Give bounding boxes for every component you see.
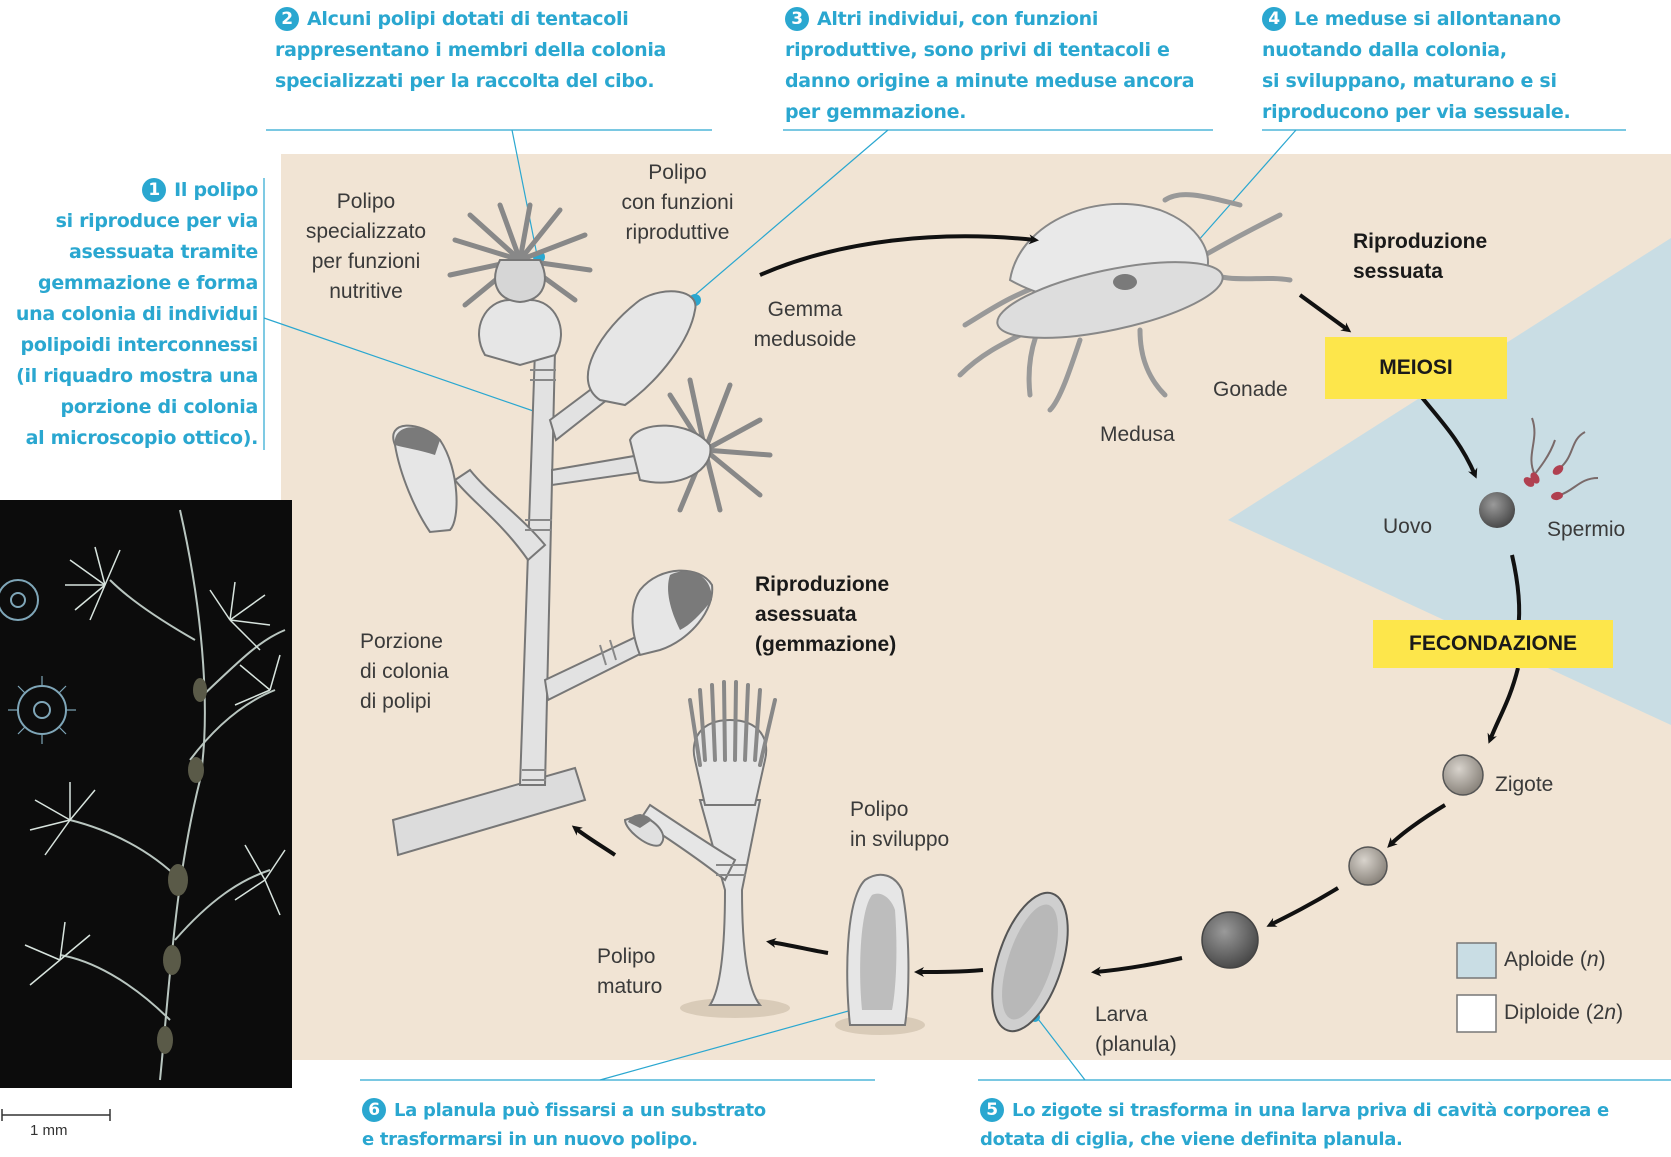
callout-1-line-8: al microscopio ottico). — [2, 423, 258, 454]
label-larva: Larva (planula) — [1095, 1000, 1177, 1060]
callout-3-number: 3 — [785, 7, 809, 31]
label-colony-portion: Porzione di colonia di polipi — [360, 627, 449, 717]
egg-cell — [1479, 492, 1515, 528]
callout-4-line-3: riproducono per via sessuale. — [1262, 97, 1570, 128]
callout-5-line-1: dotata di ciglia, che viene definita pla… — [980, 1125, 1609, 1154]
callout-2-line-0: Alcuni polipi dotati di tentacoli — [307, 8, 628, 30]
label-reproductive-polyp: Polipo con funzioni riproduttive — [600, 158, 755, 248]
label-asexual-reproduction: Riproduzione asessuata (gemmazione) — [755, 570, 896, 660]
callout-1-line-3: gemmazione e forma — [2, 268, 258, 299]
callout-1-line-6: (il riquadro mostra una — [2, 361, 258, 392]
callout-6-line-1: e trasformarsi in un nuovo polipo. — [362, 1125, 766, 1154]
legend-diploid-swatch — [1457, 995, 1496, 1032]
callout-5-number: 5 — [980, 1098, 1004, 1122]
nutritive-polyp-body — [479, 300, 561, 365]
embryo-stage-1 — [1349, 847, 1387, 885]
callout-2-number: 2 — [275, 7, 299, 31]
embryo-stage-2 — [1202, 912, 1258, 968]
callout-2-line-2: specializzati per la raccolta del cibo. — [275, 66, 666, 97]
label-zygote: Zigote — [1495, 770, 1553, 800]
callout-1-line-7: porzione di colonia — [2, 392, 258, 423]
callout-4-line-0: Le meduse si allontanano — [1294, 8, 1561, 30]
callout-2: 2 Alcuni polipi dotati di tentacoli rappr… — [275, 4, 666, 97]
legend-haploid-swatch — [1457, 943, 1496, 978]
callout-5-line-0: Lo zigote si trasforma in una larva priv… — [1012, 1100, 1609, 1121]
callout-4-line-2: si sviluppano, maturano e si — [1262, 66, 1570, 97]
callout-3-line-1: riproduttive, sono privi di tentacoli e — [785, 35, 1194, 66]
label-sperm: Spermio — [1547, 515, 1625, 545]
fertilization-tag: FECONDAZIONE — [1373, 620, 1613, 668]
zygote — [1443, 755, 1483, 795]
gonad — [1113, 274, 1137, 290]
label-sexual-reproduction: Riproduzione sessuata — [1353, 227, 1487, 287]
legend-haploid-label: Aploide (n) — [1504, 945, 1606, 975]
label-developing-polyp: Polipo in sviluppo — [850, 795, 949, 855]
scale-bar-label: 1 mm — [30, 1122, 68, 1139]
callout-2-line-1: rappresentano i membri della colonia — [275, 35, 666, 66]
callout-1-line-1: si riproduce per via — [2, 206, 258, 237]
microscope-photo — [0, 500, 292, 1088]
callout-3-line-2: danno origine a minute meduse ancora — [785, 66, 1194, 97]
legend-diploid-label: Diploide (2n) — [1504, 998, 1623, 1028]
callout-1-line-4: una colonia di individui — [2, 299, 258, 330]
callout-4-number: 4 — [1262, 7, 1286, 31]
callout-3: 3 Altri individui, con funzioni riprodutt… — [785, 4, 1194, 128]
scale-bar — [2, 1109, 110, 1121]
callout-6-line-0: La planula può fissarsi a un substrato — [394, 1100, 766, 1121]
label-medusa: Medusa — [1100, 420, 1175, 450]
label-egg: Uovo — [1383, 512, 1432, 542]
callout-3-line-3: per gemmazione. — [785, 97, 1194, 128]
callout-1-line-5: polipoidi interconnessi — [2, 330, 258, 361]
label-gonad: Gonade — [1213, 375, 1288, 405]
label-medusoid-bud: Gemma medusoide — [735, 295, 875, 355]
meiosis-tag: MEIOSI — [1325, 337, 1507, 399]
callout-3-line-0: Altri individui, con funzioni — [817, 8, 1098, 30]
callout-5: 5 Lo zigote si trasforma in una larva pri… — [980, 1096, 1609, 1154]
callout-4: 4 Le meduse si allontanano nuotando dalla… — [1262, 4, 1570, 128]
callout-1-number: 1 — [142, 178, 166, 202]
callout-1-line-2: asessuata tramite — [2, 237, 258, 268]
label-mature-polyp: Polipo maturo — [597, 942, 662, 1002]
label-nutritive-polyp: Polipo specializzato per funzioni nutrit… — [286, 187, 446, 307]
callout-4-line-1: nuotando dalla colonia, — [1262, 35, 1570, 66]
callout-6-number: 6 — [362, 1098, 386, 1122]
